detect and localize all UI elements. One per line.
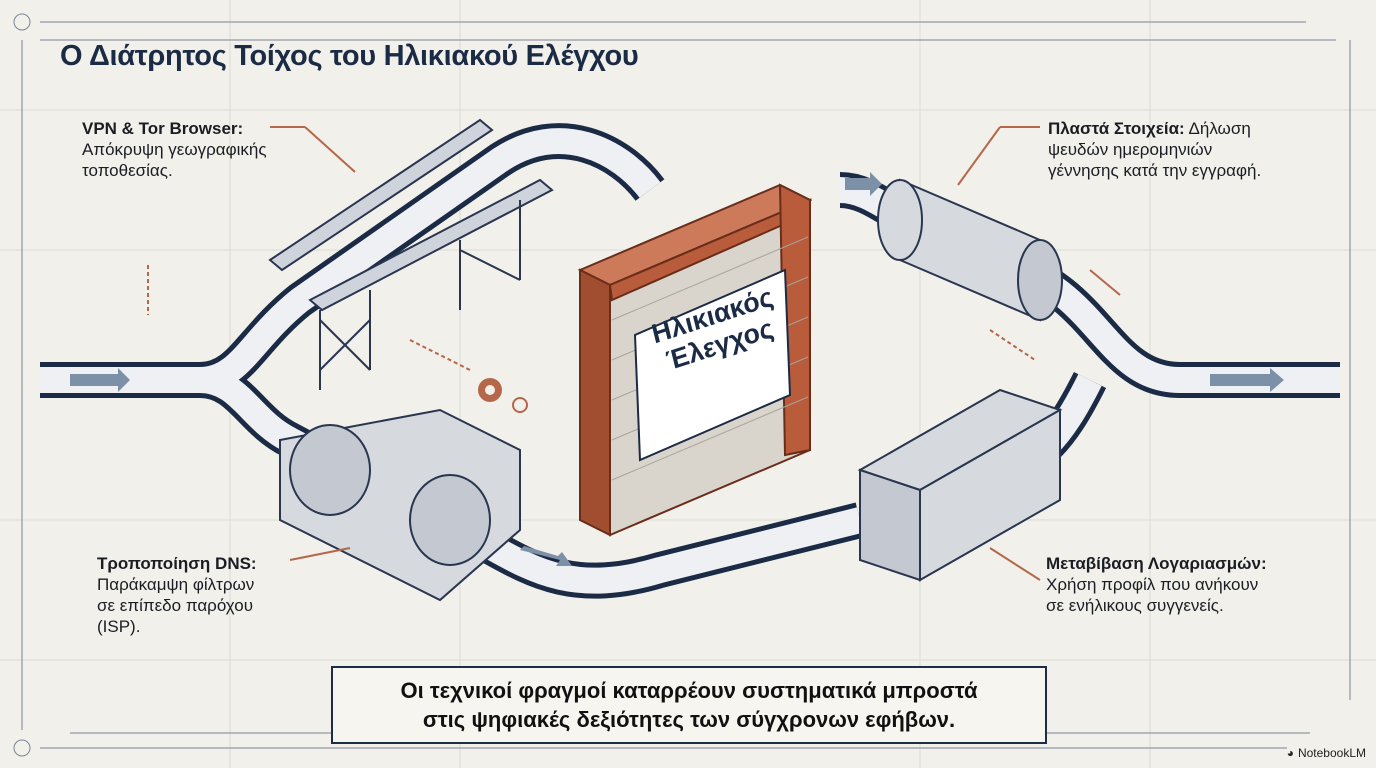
- conclusion-line2: στις ψηφιακές δεξιότητες των σύγχρονων ε…: [422, 707, 956, 732]
- cylinder-device: [877, 178, 1063, 322]
- callout-text: Χρήση προφίλ που ανήκουν: [1046, 575, 1259, 594]
- callout-heading: Μεταβίβαση Λογαριασμών:: [1046, 554, 1267, 573]
- bridge: [268, 118, 554, 390]
- callout-fake-data: Πλαστά Στοιχεία: Δήλωση ψευδών ημερομηνι…: [1048, 118, 1261, 181]
- callout-text: Δήλωση: [1184, 119, 1251, 138]
- page-title: Ο Διάτρητος Τοίχος του Ηλικιακού Ελέγχου: [60, 40, 639, 72]
- gear-icon: [478, 378, 528, 413]
- callout-text: γέννησης κατά την εγγραφή.: [1048, 161, 1262, 180]
- callout-arrows: [147, 126, 1121, 581]
- crosshair-icon: [13, 13, 31, 31]
- watermark: ◕ NotebookLM: [1286, 746, 1366, 760]
- callout-text: σε ενήλικους συγγενείς.: [1046, 596, 1224, 615]
- callout-text: τοποθεσίας.: [82, 161, 173, 180]
- callout-text: σε επίπεδο παρόχου: [97, 596, 254, 615]
- callout-text: (ISP).: [97, 617, 141, 636]
- brick-wall: [577, 183, 813, 537]
- callout-heading: Πλαστά Στοιχεία:: [1048, 119, 1185, 138]
- flow-arrows: [70, 172, 1284, 566]
- callout-heading: Τροποποίηση DNS:: [97, 554, 257, 573]
- account-box: [857, 388, 1063, 582]
- watermark-text: NotebookLM: [1297, 746, 1366, 760]
- callout-text: Παράκαμψη φίλτρων: [97, 575, 255, 594]
- notebooklm-logo-icon: ◕: [1286, 746, 1294, 760]
- callout-text: ψευδών ημερομηνιών: [1048, 140, 1213, 159]
- dns-tunnel: [279, 408, 521, 602]
- callout-dns: Τροποποίηση DNS: Παράκαμψη φίλτρων σε επ…: [97, 553, 257, 637]
- callout-vpn: VPN & Tor Browser: Απόκρυψη γεωγραφικής …: [82, 118, 267, 181]
- callout-accounts: Μεταβίβαση Λογαριασμών: Χρήση προφίλ που…: [1046, 553, 1267, 616]
- conclusion-box: Οι τεχνικοί φραγμοί καταρρέουν συστηματι…: [331, 666, 1047, 744]
- callout-text: Απόκρυψη γεωγραφικής: [82, 140, 267, 159]
- conclusion-line1: Οι τεχνικοί φραγμοί καταρρέουν συστηματι…: [400, 678, 978, 703]
- callout-heading: VPN & Tor Browser:: [82, 119, 244, 138]
